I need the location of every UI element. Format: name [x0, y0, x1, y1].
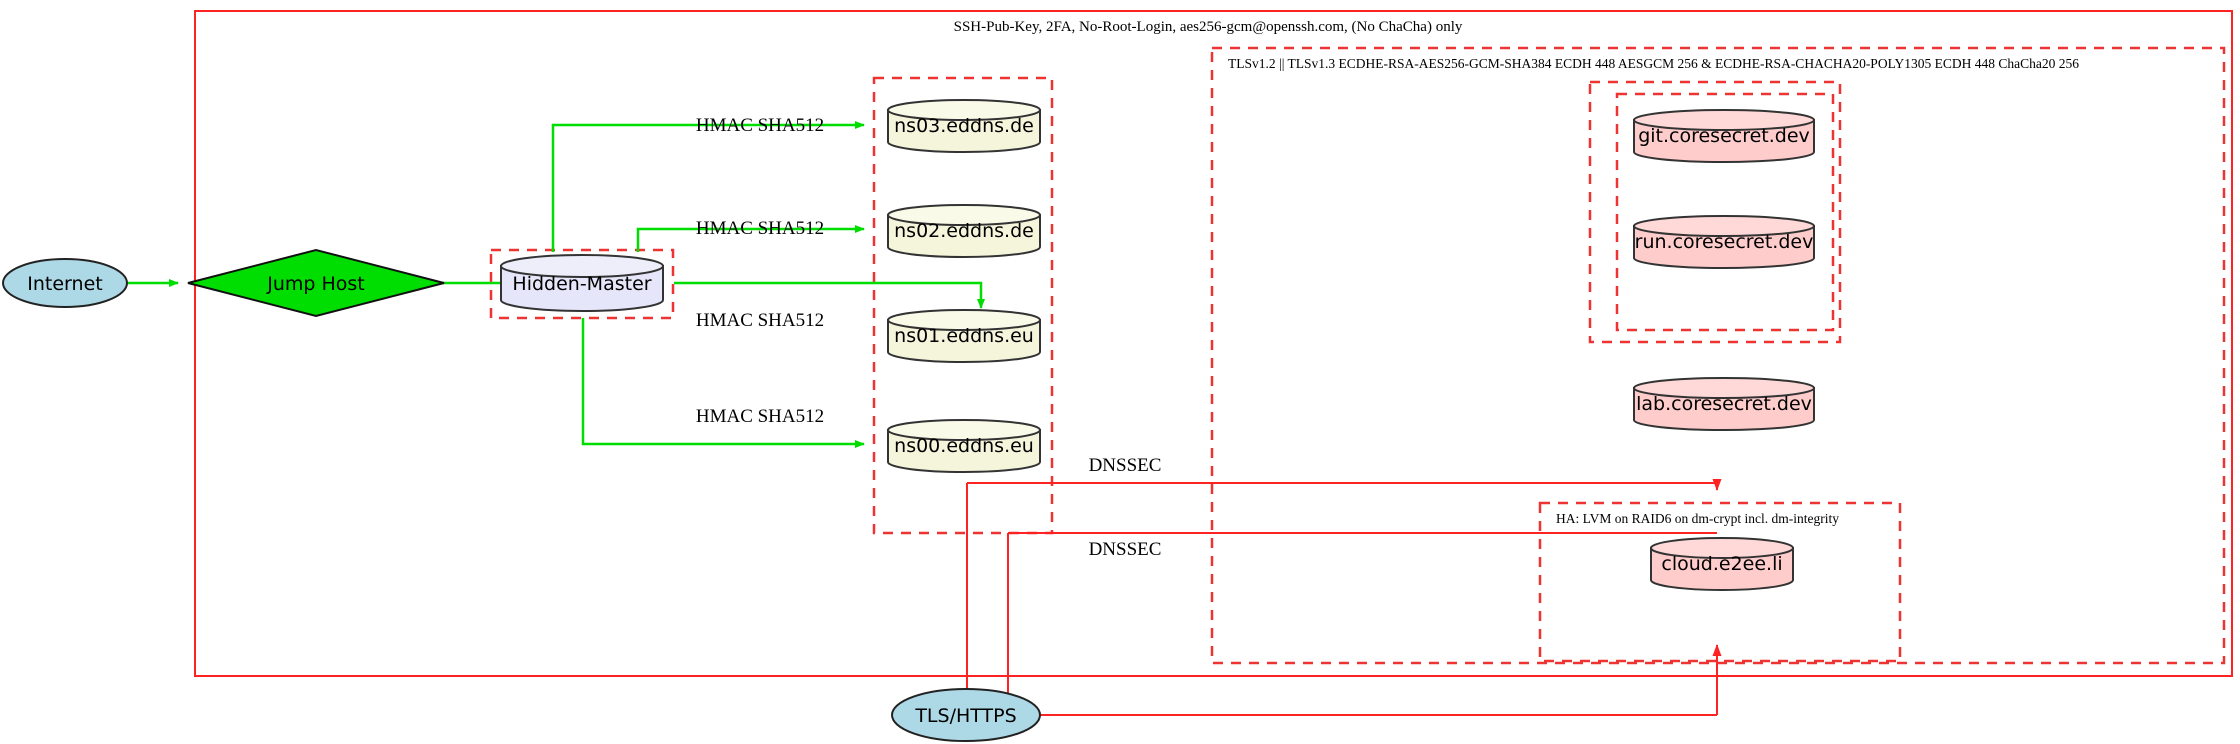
node-run-coresecret-label: run.coresecret.dev	[1635, 231, 1814, 253]
node-ns02[interactable]: ns02.eddns.de	[887, 204, 1041, 258]
node-lab-coresecret-label: lab.coresecret.dev	[1636, 393, 1812, 415]
coresecret-inner-boundary	[1615, 92, 1835, 332]
link-hiddenmaster-ns00	[581, 318, 865, 448]
node-cloud-e2ee[interactable]: cloud.e2ee.li	[1650, 537, 1794, 591]
dns-zone-boundary	[872, 76, 1054, 535]
node-hidden-master[interactable]: Hidden-Master	[500, 254, 664, 312]
ha-zone-boundary	[1538, 501, 1902, 663]
node-ns01[interactable]: ns01.eddns.eu	[887, 309, 1041, 363]
node-ns01-label: ns01.eddns.eu	[894, 325, 1034, 347]
link-hiddenmaster-ns01	[674, 281, 985, 309]
dnssec-upper-path	[966, 479, 1722, 715]
node-ns02-label: ns02.eddns.de	[894, 220, 1034, 242]
edge-label-hmac-ns02: HMAC SHA512	[696, 218, 824, 239]
edge-label-dnssec-lower: DNSSEC	[1089, 539, 1162, 560]
ssh-zone-label: SSH-Pub-Key, 2FA, No-Root-Login, aes256-…	[954, 19, 1463, 35]
ha-zone-label: HA: LVM on RAID6 on dm-crypt incl. dm-in…	[1556, 511, 1839, 526]
node-ns00-label: ns00.eddns.eu	[894, 435, 1034, 457]
tls-zone-label: TLSv1.2 || TLSv1.3 ECDHE-RSA-AES256-GCM-…	[1228, 56, 2079, 71]
node-jump-host[interactable]: Jump Host	[187, 248, 445, 318]
node-ns03-label: ns03.eddns.de	[894, 115, 1034, 137]
node-git-coresecret-label: git.coresecret.dev	[1638, 125, 1810, 147]
node-jump-host-label: Jump Host	[266, 273, 365, 295]
link-hiddenmaster-ns03	[551, 121, 865, 252]
node-internet-label: Internet	[27, 273, 102, 295]
node-internet[interactable]: Internet	[2, 258, 128, 308]
hidden-master-boundary	[489, 248, 675, 320]
edge-label-hmac-ns00: HMAC SHA512	[696, 406, 824, 427]
edge-label-dnssec-upper: DNSSEC	[1089, 455, 1162, 476]
node-ns03[interactable]: ns03.eddns.de	[887, 99, 1041, 153]
node-lab-coresecret[interactable]: lab.coresecret.dev	[1633, 377, 1815, 431]
node-cloud-e2ee-label: cloud.e2ee.li	[1661, 553, 1782, 575]
edge-label-hmac-ns01: HMAC SHA512	[696, 310, 824, 331]
node-tls-https-label: TLS/HTTPS	[914, 705, 1016, 727]
node-tls-https[interactable]: TLS/HTTPS	[891, 688, 1041, 742]
ssh-zone-boundary	[194, 10, 2233, 677]
coresecret-outer-boundary	[1588, 80, 1842, 344]
dnssec-lower-path	[1007, 532, 1717, 715]
node-ns00[interactable]: ns00.eddns.eu	[887, 419, 1041, 473]
edge-label-hmac-ns03: HMAC SHA512	[696, 115, 824, 136]
link-hiddenmaster-ns02	[636, 225, 865, 252]
tls-https-path	[1040, 644, 1722, 716]
node-hidden-master-label: Hidden-Master	[512, 273, 651, 295]
node-git-coresecret[interactable]: git.coresecret.dev	[1633, 109, 1815, 163]
node-run-coresecret[interactable]: run.coresecret.dev	[1633, 215, 1815, 269]
